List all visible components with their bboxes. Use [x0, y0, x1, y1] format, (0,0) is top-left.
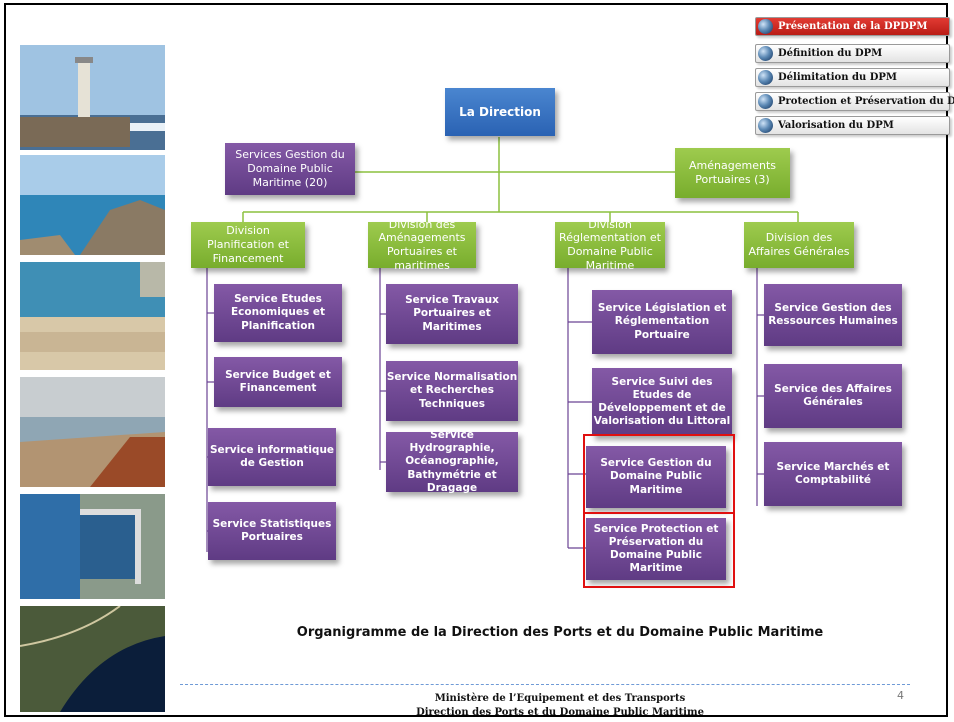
service-node: Service Marchés et Comptabilité: [764, 442, 902, 506]
service-node: Service Normalisation et Recherches Tech…: [386, 361, 518, 421]
nav-item-label: Protection et Préservation du DPM: [778, 96, 954, 107]
service-node: Service Statistiques Portuaires: [208, 502, 336, 560]
footer-divider: [180, 684, 910, 685]
nav-item-definition[interactable]: Définition du DPM: [755, 44, 950, 63]
globe-icon: [758, 46, 773, 61]
service-node: Service Protection et Préservation du Do…: [586, 518, 726, 580]
org-root-node: La Direction: [445, 88, 555, 136]
globe-icon: [758, 19, 773, 34]
erosion-photo: [20, 377, 165, 487]
globe-icon: [758, 118, 773, 133]
globe-icon: [758, 70, 773, 85]
highlight-protection-dpm: [583, 512, 735, 588]
nav-item-presentation[interactable]: Présentation de la DPDPM: [755, 17, 950, 36]
coastline-satellite-photo: [20, 606, 165, 712]
service-node: Service Etudes Economiques et Planificat…: [214, 284, 342, 342]
nav-item-label: Valorisation du DPM: [778, 120, 894, 131]
org-amenagements-node: Aménagements Portuaires (3): [675, 148, 790, 198]
service-node: Service Travaux Portuaires et Maritimes: [386, 284, 518, 344]
beach-photo: [20, 262, 165, 370]
nav-item-label: Définition du DPM: [778, 48, 883, 59]
org-services-gestion-node: Services Gestion du Domaine Public Marit…: [225, 143, 355, 195]
service-node: Service Législation et Réglementation Po…: [592, 290, 732, 354]
slide-frame: [4, 3, 948, 717]
nav-item-valorisation[interactable]: Valorisation du DPM: [755, 116, 950, 135]
lighthouse-photo: [20, 45, 165, 150]
service-node: Service des Affaires Générales: [764, 364, 902, 428]
nav-item-label: Délimitation du DPM: [778, 72, 897, 83]
highlight-gestion-dpm: [583, 434, 735, 514]
nav-item-protection[interactable]: Protection et Préservation du DPM: [755, 92, 954, 111]
nav-item-delimitation[interactable]: Délimitation du DPM: [755, 68, 950, 87]
division-node: Division des Aménagements Portuaires et …: [368, 218, 476, 272]
service-node: Service Budget et Financement: [214, 357, 342, 407]
division-node: Division Planification et Financement: [191, 222, 305, 268]
service-node: Service Suivi des Etudes de Développemen…: [592, 368, 732, 436]
division-node: Division Réglementation et Domaine Publi…: [555, 218, 665, 272]
division-node: Division des Affaires Générales: [744, 222, 854, 268]
service-node: Service Gestion du Domaine Public Mariti…: [586, 446, 726, 508]
footer-direction: Direction des Ports et du Domaine Public…: [416, 707, 704, 718]
service-node: Service Gestion des Ressources Humaines: [764, 284, 902, 346]
nav-item-label: Présentation de la DPDPM: [778, 21, 928, 32]
globe-icon: [758, 94, 773, 109]
port-aerial-photo: [20, 494, 165, 599]
chart-caption: Organigramme de la Direction des Ports e…: [296, 625, 824, 640]
coast-rocks-photo: [20, 155, 165, 255]
page-number: 4: [897, 689, 904, 702]
service-node: Service Hydrographie, Océanographie, Bat…: [386, 429, 518, 494]
footer-ministry: Ministère de l’Equipement et des Transpo…: [434, 693, 686, 704]
service-node: Service informatique de Gestion: [208, 428, 336, 486]
